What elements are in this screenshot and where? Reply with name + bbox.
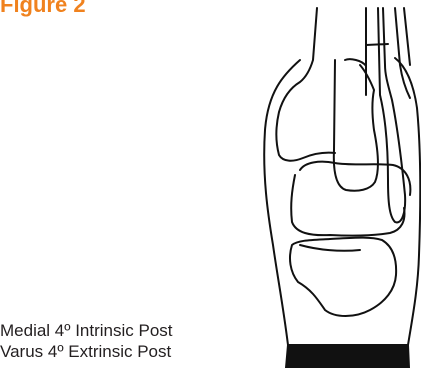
talus-dome bbox=[345, 59, 366, 66]
syndesmosis-line bbox=[366, 44, 388, 45]
caption-extrinsic-post: Varus 4º Extrinsic Post bbox=[0, 341, 173, 362]
caption: Medial 4º Intrinsic Post Varus 4º Extrin… bbox=[0, 320, 173, 362]
extrinsic-post bbox=[286, 345, 409, 368]
fibula-bone bbox=[378, 8, 405, 222]
calcaneus-bone bbox=[290, 238, 396, 316]
tibia-bone bbox=[276, 8, 335, 161]
fibula-outer-edge bbox=[404, 8, 410, 65]
caption-intrinsic-post: Medial 4º Intrinsic Post bbox=[0, 320, 173, 341]
sustentaculum-line bbox=[300, 245, 360, 251]
talus-bone bbox=[334, 60, 378, 191]
shoe-outline bbox=[264, 58, 420, 345]
